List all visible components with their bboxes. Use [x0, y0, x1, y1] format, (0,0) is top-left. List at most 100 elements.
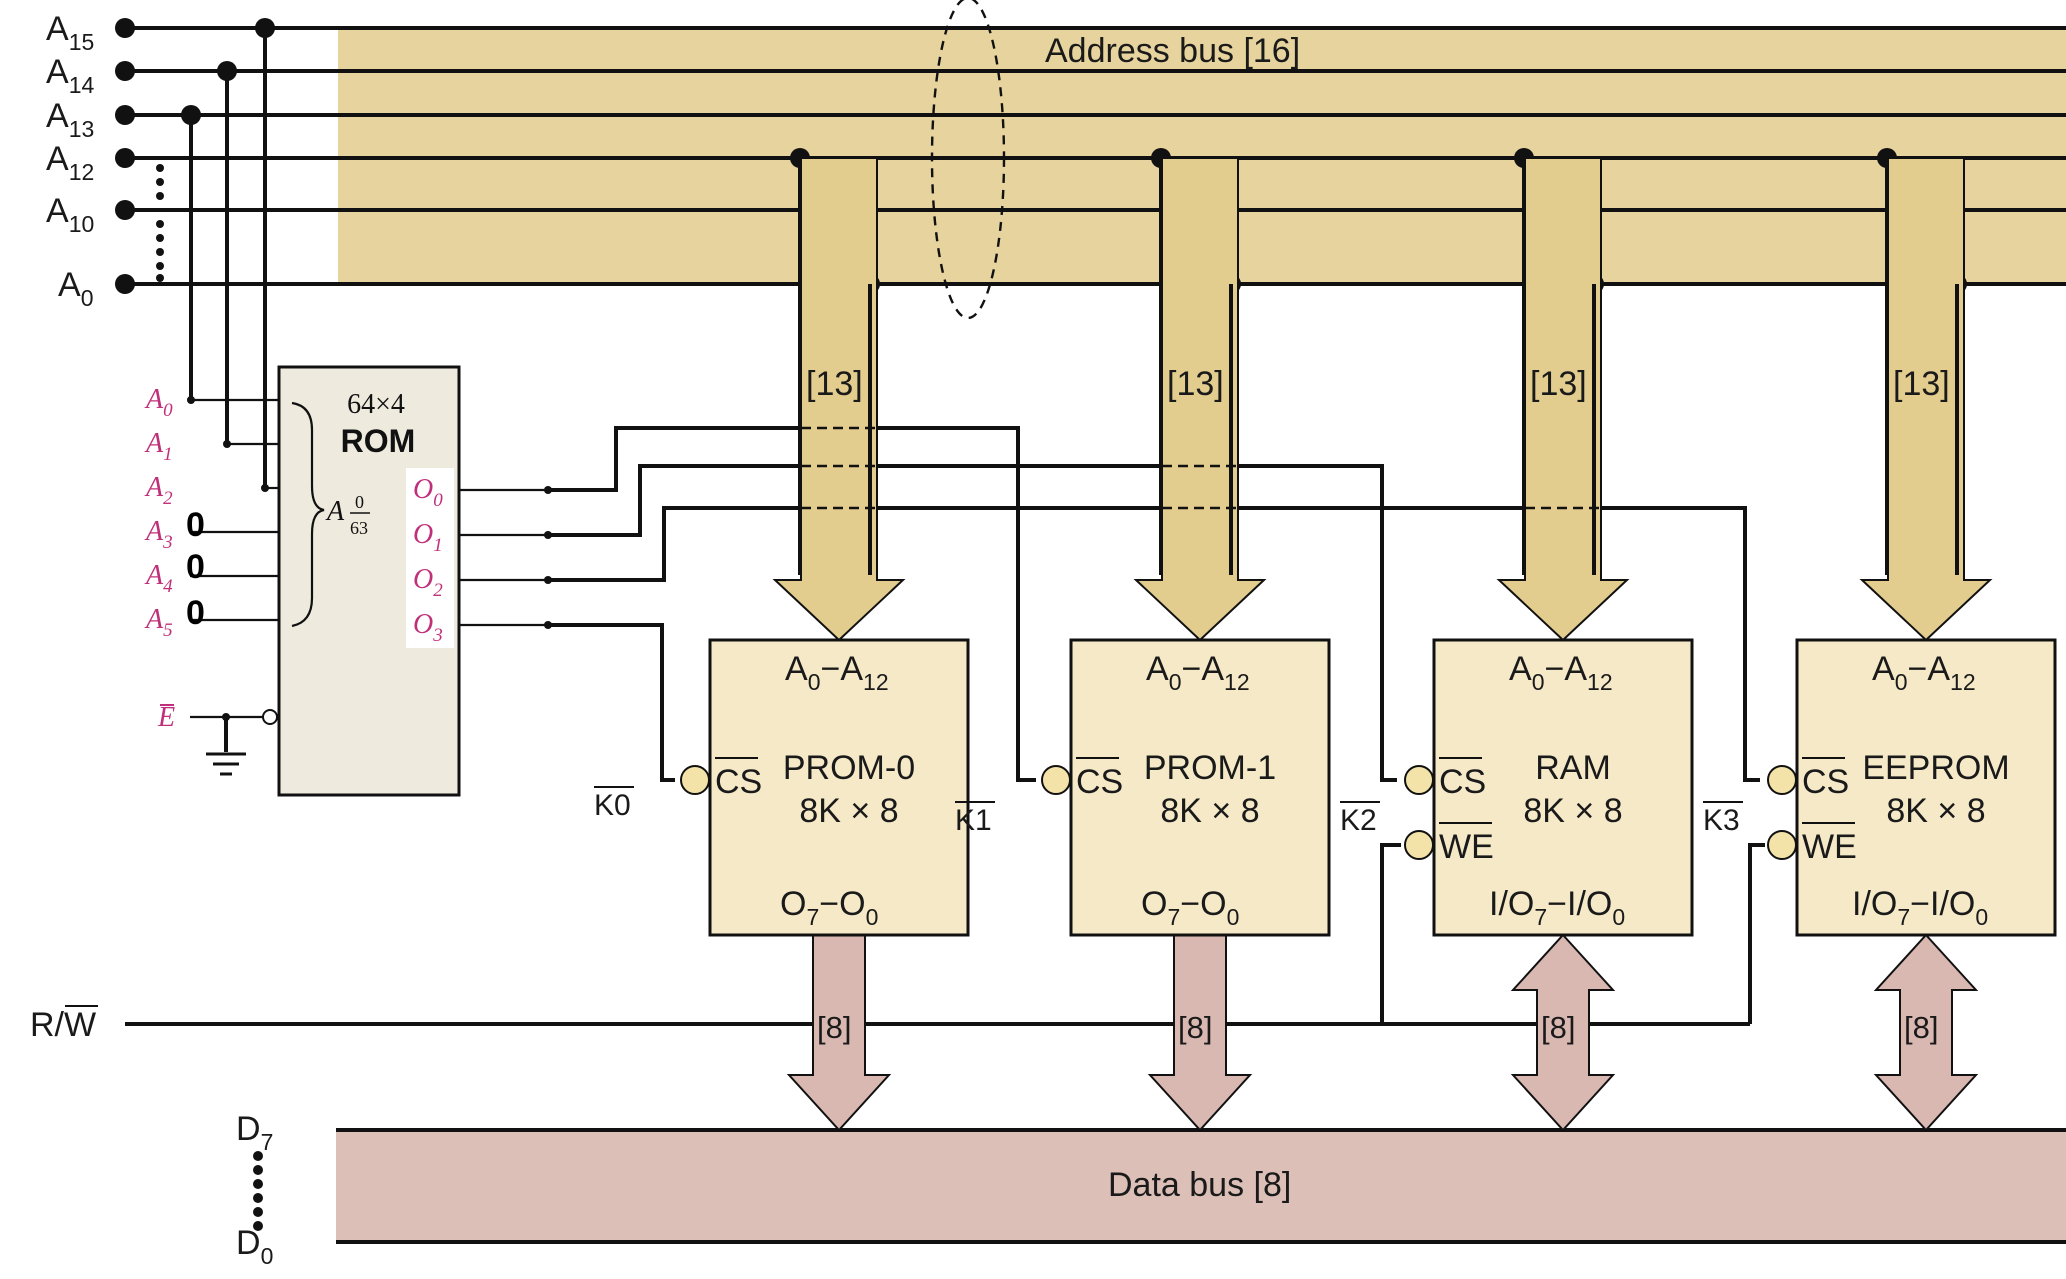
rom-input-a1: A1	[144, 428, 173, 465]
address-bus: Address bus [16] A15 A14 A13 A12 A10 A0	[46, 0, 2066, 320]
select-line-label: K3	[1703, 804, 1740, 837]
select-line-label: K2	[1340, 804, 1377, 837]
rw-label: R/W	[30, 1006, 96, 1044]
rw-to-ram-we	[1380, 843, 1401, 1024]
address-label-a13: A13	[46, 97, 94, 142]
data-arrow	[1147, 934, 1253, 1132]
chip-data-range: O7−O0	[780, 885, 878, 930]
ellipsis-dots	[156, 164, 164, 282]
chip-address-range: A0−A12	[1146, 650, 1250, 695]
tied-zero-a4: 0	[186, 548, 205, 586]
address-width-label: [13]	[806, 365, 863, 403]
chip-size: 8K × 8	[799, 792, 898, 830]
tied-zero-a3: 0	[186, 506, 205, 544]
chip-body	[1069, 638, 1331, 937]
rom-input-a0: A0	[144, 384, 173, 421]
terminal-dot	[115, 105, 135, 125]
address-width-label: [13]	[1893, 365, 1950, 403]
data-width-label: [8]	[1904, 1010, 1938, 1045]
chip-name: RAM	[1535, 749, 1611, 787]
terminal-dot	[115, 148, 135, 168]
chip-address-range: A0−A12	[785, 650, 889, 695]
chip-data-range: O7−O0	[1141, 885, 1239, 930]
cs-bubble	[1404, 765, 1434, 795]
enable-bubble	[262, 709, 278, 725]
we-pin-label: WE	[1439, 828, 1494, 866]
chip-name: PROM-0	[783, 749, 915, 787]
select-line-label: K0	[594, 789, 631, 822]
input-brace	[291, 401, 325, 628]
chip-name: PROM-1	[1144, 749, 1276, 787]
chip-size: 8K × 8	[1886, 792, 1985, 830]
hidden-wire-crossings	[801, 426, 1601, 510]
rom-output-o1: O1	[413, 519, 443, 556]
we-bubble	[1767, 830, 1797, 860]
address-label-a12: A12	[46, 140, 94, 185]
address-label-a14: A14	[46, 53, 94, 98]
address-width-label: [13]	[1167, 365, 1224, 403]
data-bus-label: Data bus [8]	[1108, 1166, 1291, 1204]
address-width-label: [13]	[1530, 365, 1587, 403]
chip-address-range: A0−A12	[1509, 650, 1613, 695]
chip-data-range: I/O7−I/O0	[1852, 885, 1988, 930]
chip-body	[1432, 638, 1694, 937]
select-wire-k2	[548, 464, 1397, 782]
tied-zero-a5: 0	[186, 594, 205, 632]
address-label-a10: A10	[46, 192, 94, 237]
cs-pin-label: CS	[715, 763, 762, 801]
cs-pin-label: CS	[1802, 763, 1849, 801]
rom-output-o0: O0	[413, 474, 443, 511]
bidirectional-data-arrow	[1510, 933, 1616, 1132]
address-label-a15: A15	[46, 10, 94, 55]
bidirectional-data-arrow	[1873, 933, 1979, 1132]
rom-output-o2: O2	[413, 564, 443, 601]
chip-address-range: A0−A12	[1872, 650, 1976, 695]
terminal-dot	[115, 200, 135, 220]
select-wire-k0	[548, 623, 675, 782]
select-line-label: K1	[955, 804, 992, 837]
decoder-rom-title: ROM	[341, 423, 416, 459]
chip-body	[708, 638, 970, 937]
we-bubble	[1404, 830, 1434, 860]
data-bus-band	[336, 1130, 2066, 1242]
terminal-dot	[115, 274, 135, 294]
terminal-dot	[115, 18, 135, 38]
data-bus-dots	[253, 1151, 263, 1231]
rom-enable-label: E	[157, 702, 175, 733]
data-width-label: [8]	[1178, 1010, 1212, 1045]
range-bottom: 63	[350, 518, 368, 538]
cs-bubble	[1767, 765, 1797, 795]
data-width-label: [8]	[1541, 1010, 1575, 1045]
cs-pin-label: CS	[1439, 763, 1486, 801]
cs-bubble	[1041, 765, 1071, 795]
terminal-dot	[115, 61, 135, 81]
rw-line: R/W	[30, 843, 1765, 1044]
chip-name: EEPROM	[1862, 749, 2009, 787]
data-bus-d7: D7	[236, 1110, 273, 1155]
data-bus-d0: D0	[236, 1224, 273, 1269]
cs-pin-label: CS	[1076, 763, 1123, 801]
address-label-a0: A0	[58, 266, 93, 311]
range-top: 0	[355, 492, 364, 512]
bus-split-ellipse	[930, 0, 1006, 320]
rom-input-a3: A3	[144, 516, 173, 553]
chip-size: 8K × 8	[1523, 792, 1622, 830]
data-arrow	[786, 934, 892, 1132]
rom-input-a5: A5	[144, 604, 173, 641]
decoder-taps	[181, 18, 279, 492]
ground-icon	[206, 752, 246, 776]
address-bus-label: Address bus [16]	[1045, 32, 1300, 70]
rom-input-a2: A2	[144, 472, 173, 509]
chip-data-range: I/O7−I/O0	[1489, 885, 1625, 930]
decoder-rom: 64×4 ROM A 0 63 A0 A1 A2 A3 A4 A5 0 0 0 …	[144, 365, 552, 797]
rom-input-a4: A4	[144, 560, 173, 597]
decoder-rom-size: 64×4	[347, 389, 405, 420]
data-width-label: [8]	[817, 1010, 851, 1045]
